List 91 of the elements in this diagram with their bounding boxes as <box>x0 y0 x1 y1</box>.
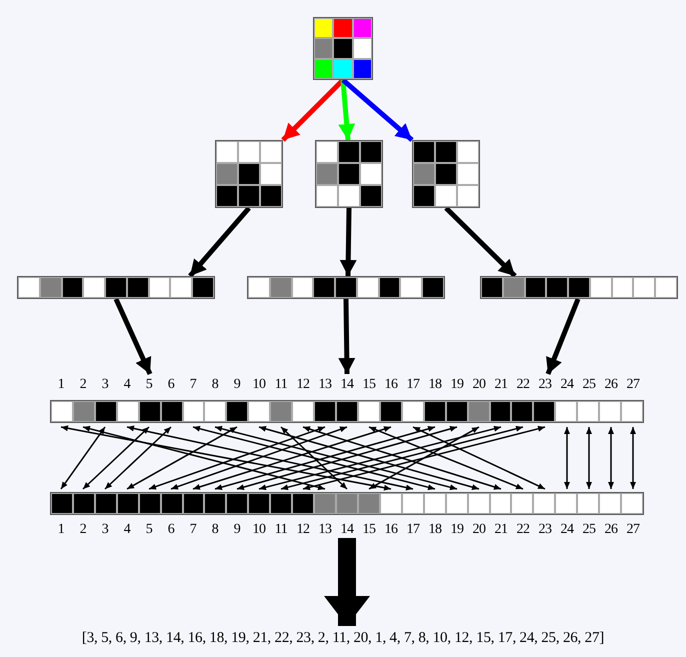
cell-index: 13 <box>318 521 332 539</box>
double-arrow <box>586 427 592 489</box>
double-arrow <box>608 427 614 489</box>
double-arrow <box>126 426 414 490</box>
pixel-strip <box>480 276 678 299</box>
pixel-grid <box>315 140 383 208</box>
cell-index: 8 <box>210 521 220 539</box>
cell-index: 14 <box>340 376 355 394</box>
cell-index: 11 <box>274 376 288 394</box>
arrow <box>188 206 252 278</box>
pixel-strip <box>247 276 445 299</box>
cell-index: 2 <box>78 521 88 539</box>
cell-index: 6 <box>166 521 176 539</box>
double-arrow <box>302 426 502 490</box>
double-arrow <box>412 426 546 490</box>
cell-index: 12 <box>296 376 310 394</box>
cell-index: 4 <box>122 376 132 394</box>
pixel-grid <box>313 17 373 80</box>
cell-index: 7 <box>188 376 198 394</box>
arrow <box>340 78 414 142</box>
pixel-grid <box>412 140 480 208</box>
cell-index: 20 <box>472 376 486 394</box>
cell-index: 9 <box>232 521 242 539</box>
cell-index: 18 <box>428 521 442 539</box>
pixel-strip <box>17 276 215 299</box>
cell-index: 27 <box>626 376 641 394</box>
cell-index: 12 <box>296 521 310 539</box>
cell-index: 5 <box>144 376 154 394</box>
cell-index: 26 <box>604 521 618 539</box>
cell-index: 13 <box>318 376 332 394</box>
double-arrow <box>170 426 348 490</box>
arrow <box>444 206 517 278</box>
double-arrow <box>82 426 326 490</box>
cell-index: 16 <box>384 521 398 539</box>
arrow <box>338 296 356 374</box>
double-arrow <box>280 426 348 490</box>
cell-index: 9 <box>232 376 242 394</box>
index-list: [3, 5, 6, 9, 13, 14, 16, 18, 19, 21, 22, 23, 2, 11, 20, 1, 4, 7, 8, 10, 12, 15, 17, 24, 25, 26, 27] <box>82 628 604 648</box>
cell-index: 11 <box>274 521 288 539</box>
double-arrow <box>368 426 524 490</box>
cell-index: 14 <box>340 521 355 539</box>
cell-index: 17 <box>406 376 421 394</box>
cell-index: 4 <box>122 521 132 539</box>
double-arrow <box>302 426 546 490</box>
cell-index: 24 <box>560 376 575 394</box>
cell-index: 18 <box>428 376 442 394</box>
double-arrow <box>60 425 392 491</box>
cell-index: 22 <box>516 376 530 394</box>
cell-index: 1 <box>56 376 66 394</box>
cell-index: 24 <box>560 521 575 539</box>
cell-index: 3 <box>100 376 110 394</box>
cell-index: 20 <box>472 521 486 539</box>
double-arrow <box>280 426 524 490</box>
double-arrow <box>630 427 636 489</box>
arrow <box>546 296 580 375</box>
arrow <box>114 296 152 376</box>
double-arrow <box>126 426 238 490</box>
cell-index: 15 <box>362 521 376 539</box>
cell-index: 6 <box>166 376 176 394</box>
pixel-grid <box>215 140 283 208</box>
double-arrow <box>60 426 106 490</box>
cell-index: 2 <box>78 376 88 394</box>
cell-index: 16 <box>384 376 398 394</box>
cell-index: 27 <box>626 521 641 539</box>
cell-index: 25 <box>582 376 596 394</box>
arrow <box>338 78 356 140</box>
double-arrow <box>564 427 570 489</box>
cell-index: 23 <box>538 521 552 539</box>
cell-index: 22 <box>516 521 530 539</box>
cell-index: 21 <box>494 521 508 539</box>
cell-index: 21 <box>494 376 508 394</box>
cell-index: 23 <box>538 376 552 394</box>
double-arrow <box>368 426 480 490</box>
cell-index: 15 <box>362 376 376 394</box>
double-arrow <box>104 426 172 490</box>
cell-index: 19 <box>450 376 464 394</box>
cell-index: 10 <box>252 376 266 394</box>
double-arrow <box>192 426 392 490</box>
cell-index: 19 <box>450 521 464 539</box>
double-arrow <box>148 426 326 490</box>
cell-index: 7 <box>188 521 198 539</box>
cell-index: 3 <box>100 521 110 539</box>
cell-index: 25 <box>582 521 596 539</box>
cell-index: 1 <box>56 521 66 539</box>
cell-index: 26 <box>604 376 618 394</box>
cell-index: 17 <box>406 521 421 539</box>
cell-index: 8 <box>210 376 220 394</box>
arrow <box>340 206 357 276</box>
double-arrow <box>82 426 150 490</box>
cell-index: 10 <box>252 521 266 539</box>
cell-index: 5 <box>144 521 154 539</box>
